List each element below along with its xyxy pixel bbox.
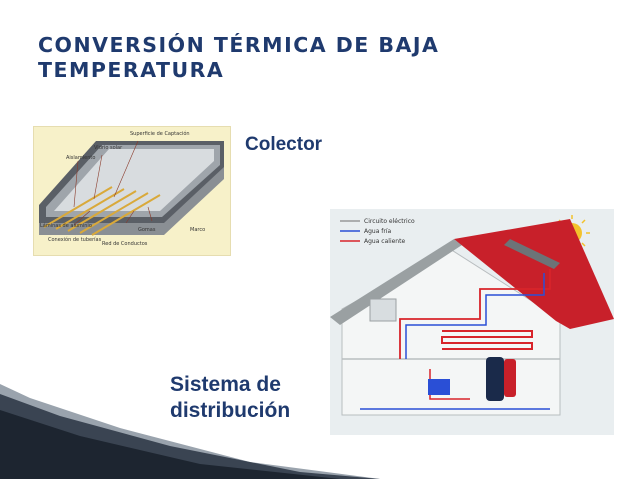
label-vidrio: Vidrio solar (94, 145, 123, 151)
label-sistema-line-2: distribución (170, 399, 291, 422)
label-sistema-distribucion: Sistema de distribución (170, 372, 290, 424)
storage-tank (486, 357, 504, 401)
label-gomas: Gomas (138, 227, 156, 233)
hot-pipe (399, 269, 551, 359)
decorative-swoosh (0, 384, 380, 479)
label-marco: Marco (190, 227, 205, 233)
roof-right (454, 219, 614, 329)
roof-left (330, 239, 462, 325)
boiler (428, 379, 450, 395)
collector-pipes (43, 186, 161, 236)
legend-agua-caliente: Agua caliente (364, 238, 405, 245)
legend-electrico: Circuito eléctrico (364, 218, 415, 225)
label-laminas: Láminas de aluminio (40, 222, 92, 229)
title-line-1: CONVERSIÓN TÉRMICA DE BAJA (38, 33, 440, 57)
collector-diagram: Superficie de Captación Vidrio solar Ais… (33, 126, 231, 256)
legend-agua-fria: Agua fría (364, 228, 392, 235)
collector-leaders (73, 140, 153, 226)
label-sistema-line-1: Sistema de (170, 373, 281, 396)
slide-title: CONVERSIÓN TÉRMICA DE BAJA TEMPERATURA (38, 33, 558, 83)
house-diagram: Circuito eléctrico Agua fría Agua calien… (330, 209, 614, 435)
label-red: Red de Conductos (102, 241, 148, 247)
collector-illustration: Superficie de Captación Vidrio solar Ais… (39, 130, 224, 247)
roof-solar-panel (504, 239, 560, 269)
label-colector: Colector (245, 134, 323, 155)
cold-pipe (405, 273, 545, 359)
title-line-2: TEMPERATURA (38, 58, 225, 82)
collector-reflection (54, 149, 214, 211)
label-aislamiento: Aislamiento (66, 155, 95, 161)
house-illustration: Circuito eléctrico Agua fría Agua calien… (330, 215, 614, 416)
secondary-tank (504, 359, 516, 397)
underfloor-heating (441, 330, 533, 350)
house-window (369, 298, 397, 322)
label-conexion: Conexión de tuberías (48, 236, 102, 243)
legend: Circuito eléctrico Agua fría Agua calien… (340, 218, 415, 245)
label-superficie: Superficie de Captación (130, 130, 190, 137)
